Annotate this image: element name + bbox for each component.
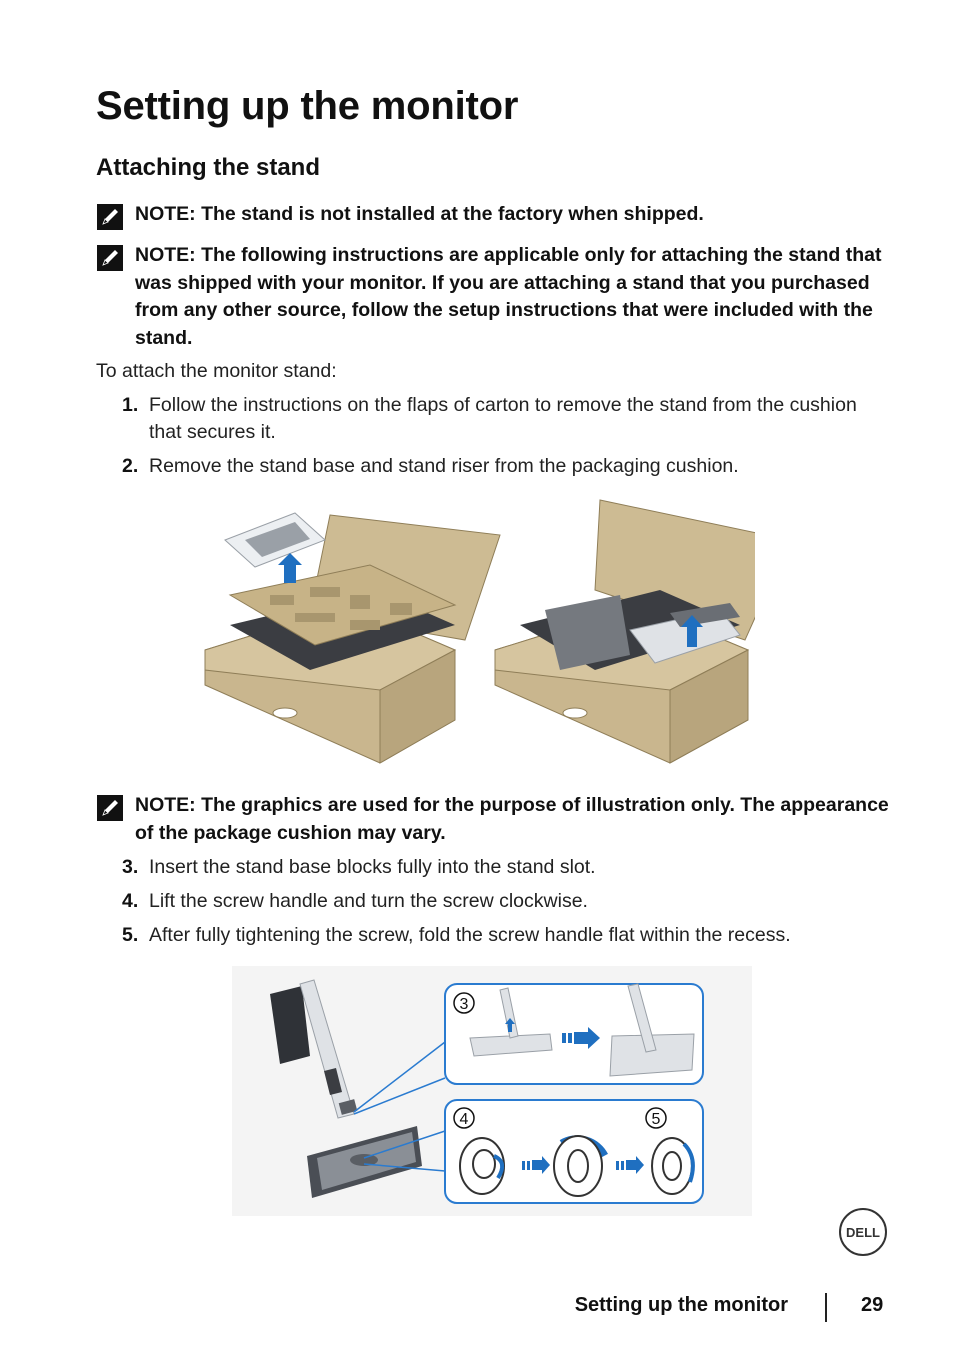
- screw-handle-folded: [651, 1137, 695, 1195]
- callout-leader: [353, 1041, 446, 1113]
- right-arrow-icon: [522, 1156, 550, 1174]
- note-factory: NOTE: The stand is not installed at the …: [96, 201, 896, 233]
- callout-leader: [353, 1077, 446, 1115]
- right-arrow-icon: [562, 1027, 600, 1049]
- screw-handle-turning: [553, 1135, 608, 1197]
- callout-number: 5: [652, 1111, 661, 1128]
- callout-number: 3: [460, 996, 469, 1013]
- pencil-note-icon: [97, 795, 123, 821]
- right-arrow-icon: [616, 1156, 644, 1174]
- step-5: 5. After fully tightening the screw, fol…: [122, 922, 882, 950]
- note-instructions: NOTE: The following instructions are app…: [96, 242, 896, 354]
- callout-leader: [363, 1130, 446, 1159]
- pencil-note-icon: [97, 204, 123, 230]
- step-number: 4.: [122, 890, 139, 912]
- note-graphics: NOTE: The graphics are used for the purp…: [96, 792, 896, 850]
- packaging-illustration: [204, 499, 755, 764]
- step-1: 1. Follow the instructions on the flaps …: [122, 392, 882, 448]
- stand-assembly-illustration: 3 4 5: [232, 966, 752, 1216]
- dell-logo: DELL: [839, 1208, 887, 1256]
- stand-base: [307, 1126, 422, 1198]
- up-arrow-icon: [681, 615, 703, 647]
- intro-text: To attach the monitor stand:: [96, 360, 337, 382]
- pencil-note-icon: [97, 245, 123, 271]
- stand-riser: [270, 979, 358, 1119]
- step-text: After fully tightening the screw, fold t…: [149, 924, 791, 946]
- step-number: 2.: [122, 455, 139, 477]
- step-2: 2. Remove the stand base and stand riser…: [122, 453, 882, 481]
- footer-divider: [825, 1293, 827, 1322]
- step-text: Follow the instructions on the flaps of …: [149, 394, 857, 443]
- step-number: 5.: [122, 924, 139, 946]
- step-4: 4. Lift the screw handle and turn the sc…: [122, 888, 882, 916]
- note-text: NOTE: The graphics are used for the purp…: [135, 794, 889, 844]
- screw-handle-lifted: [459, 1137, 505, 1195]
- step-number: 3.: [122, 856, 139, 878]
- left-carton: [204, 512, 501, 764]
- footer-title: Setting up the monitor: [574, 1294, 788, 1316]
- callout-number: 4: [460, 1111, 469, 1128]
- step-text: Lift the screw handle and turn the screw…: [149, 890, 588, 912]
- step-number: 1.: [122, 394, 139, 416]
- step-text: Insert the stand base blocks fully into …: [149, 856, 596, 878]
- page-title: Setting up the monitor: [96, 84, 519, 128]
- page-number: 29: [861, 1294, 884, 1316]
- section-heading: Attaching the stand: [96, 154, 321, 181]
- note-text: NOTE: The following instructions are app…: [135, 244, 882, 349]
- callout-leader: [363, 1163, 446, 1172]
- note-text: NOTE: The stand is not installed at the …: [135, 203, 704, 225]
- step-3: 3. Insert the stand base blocks fully in…: [122, 854, 882, 882]
- logo-text: DELL: [846, 1225, 880, 1240]
- up-arrow-icon: [278, 553, 302, 583]
- step-text: Remove the stand base and stand riser fr…: [149, 455, 739, 477]
- right-carton: [494, 499, 755, 764]
